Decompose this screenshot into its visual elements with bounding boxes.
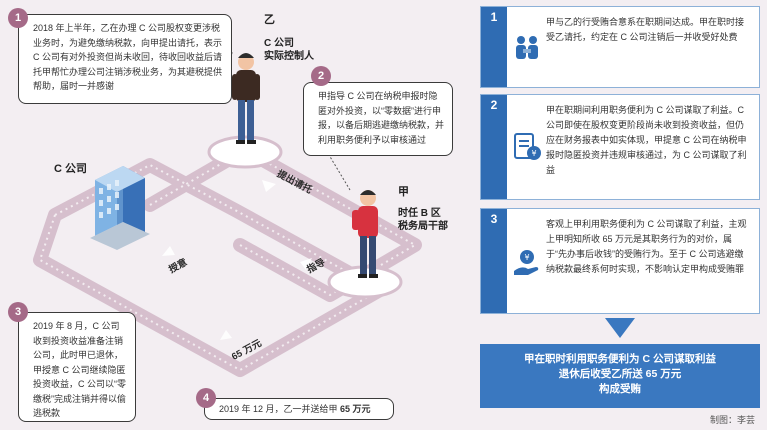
credit: 制图：李芸 (709, 415, 755, 425)
point-1: 1 甲与乙的行受贿合意系在职期间达成。甲在职时接受乙请托，约定在 C 公司注销后… (480, 6, 760, 88)
conclusion-line1: 甲在职时利用职务便利为 C 公司谋取利益 (524, 353, 716, 365)
svg-text:¥: ¥ (531, 149, 536, 158)
note-4-amount: 65 万元 (340, 404, 371, 414)
flow-paths (33, 51, 422, 377)
yi-role-line1: C 公司 (264, 38, 294, 49)
note-3-text: 2019 年 8 月，C 公司收到投资收益准备注销公司，此时甲已退休，甲授意 C… (33, 321, 126, 418)
note-3-badge: 3 (8, 302, 28, 322)
conclusion-line3: 构成受贿 (599, 383, 641, 395)
person-jia-icon (352, 190, 378, 278)
note-2-text: 甲指导 C 公司在纳税申报时隐匿对外投资，以“零数据”进行申报，以备后期逃避缴纳… (318, 91, 445, 145)
point-2: 2 ¥ 甲在职期间利用职务便利为 C 公司谋取了利益。C 公司即使在股权变更阶段… (480, 94, 760, 200)
point-3: 3 ¥ 客观上甲利用职务便利为 C 公司谋取了利益，主观上甲明知所收 65 万元… (480, 208, 760, 314)
note-4-text: 2019 年 12 月，乙一并送给甲 (219, 404, 341, 414)
note-2: 甲指导 C 公司在纳税申报时隐匿对外投资，以“零数据”进行申报，以备后期逃避缴纳… (303, 82, 453, 156)
conclusion-box: 甲在职时利用职务便利为 C 公司谋取利益 退休后收受乙所送 65 万元 构成受贿 (480, 344, 760, 408)
jia-role-line1: 时任 B 区 (398, 208, 441, 219)
point-3-bar (481, 209, 507, 313)
note-4-badge: 4 (196, 388, 216, 408)
yi-name: 乙 (264, 14, 275, 26)
point-3-text: 客观上甲利用职务便利为 C 公司谋取了利益，主观上甲明知所收 65 万元是其职务… (546, 219, 747, 274)
point-1-bar (481, 7, 507, 87)
company-label: C 公司 (54, 163, 87, 175)
note-1-badge: 1 (8, 8, 28, 28)
note-1-text: 2018 年上半年，乙在办理 C 公司股权变更涉税业务时，为避免缴纳税款，向甲提… (33, 23, 223, 91)
conclusion-line2: 退休后收受乙所送 65 万元 (558, 368, 682, 380)
svg-text:¥: ¥ (524, 253, 529, 262)
note-3: 2019 年 8 月，C 公司收到投资收益准备注销公司，此时甲已退休，甲授意 C… (18, 312, 136, 422)
point-1-text: 甲与乙的行受贿合意系在职期间达成。甲在职时接受乙请托，约定在 C 公司注销后一并… (546, 17, 745, 42)
point-3-number: 3 (490, 212, 498, 226)
point-2-number: 2 (490, 98, 498, 112)
note-4: 2019 年 12 月，乙一并送给甲 65 万元 (204, 398, 394, 420)
hand-money-icon: ¥ (514, 250, 539, 275)
flow-illustration: 2018 年上半年，乙在办理 C 公司股权变更涉税业务时，为避免缴纳税款，向甲提… (8, 8, 453, 422)
point-2-bar (481, 95, 507, 199)
note-2-badge: 2 (311, 66, 331, 86)
yi-role-line2: 实际控制人 (264, 51, 314, 62)
jia-name: 甲 (398, 186, 409, 198)
note-1: 2018 年上半年，乙在办理 C 公司股权变更涉税业务时，为避免缴纳税款，向甲提… (18, 14, 232, 104)
company-building-icon (90, 166, 150, 250)
analysis-panel: 1 甲与乙的行受贿合意系在职期间达成。甲在职时接受乙请托，约定在 C 公司注销后… (472, 0, 767, 430)
point-2-text: 甲在职期间利用职务便利为 C 公司谋取了利益。C 公司即使在股权变更阶段尚未收到… (546, 105, 747, 175)
person-yi-icon (232, 53, 260, 144)
down-arrow-icon (605, 318, 635, 338)
handshake-people-icon (516, 36, 538, 59)
point-1-number: 1 (490, 10, 498, 24)
jia-role-line2: 税务局干部 (398, 221, 448, 232)
document-money-icon: ¥ (514, 133, 541, 160)
